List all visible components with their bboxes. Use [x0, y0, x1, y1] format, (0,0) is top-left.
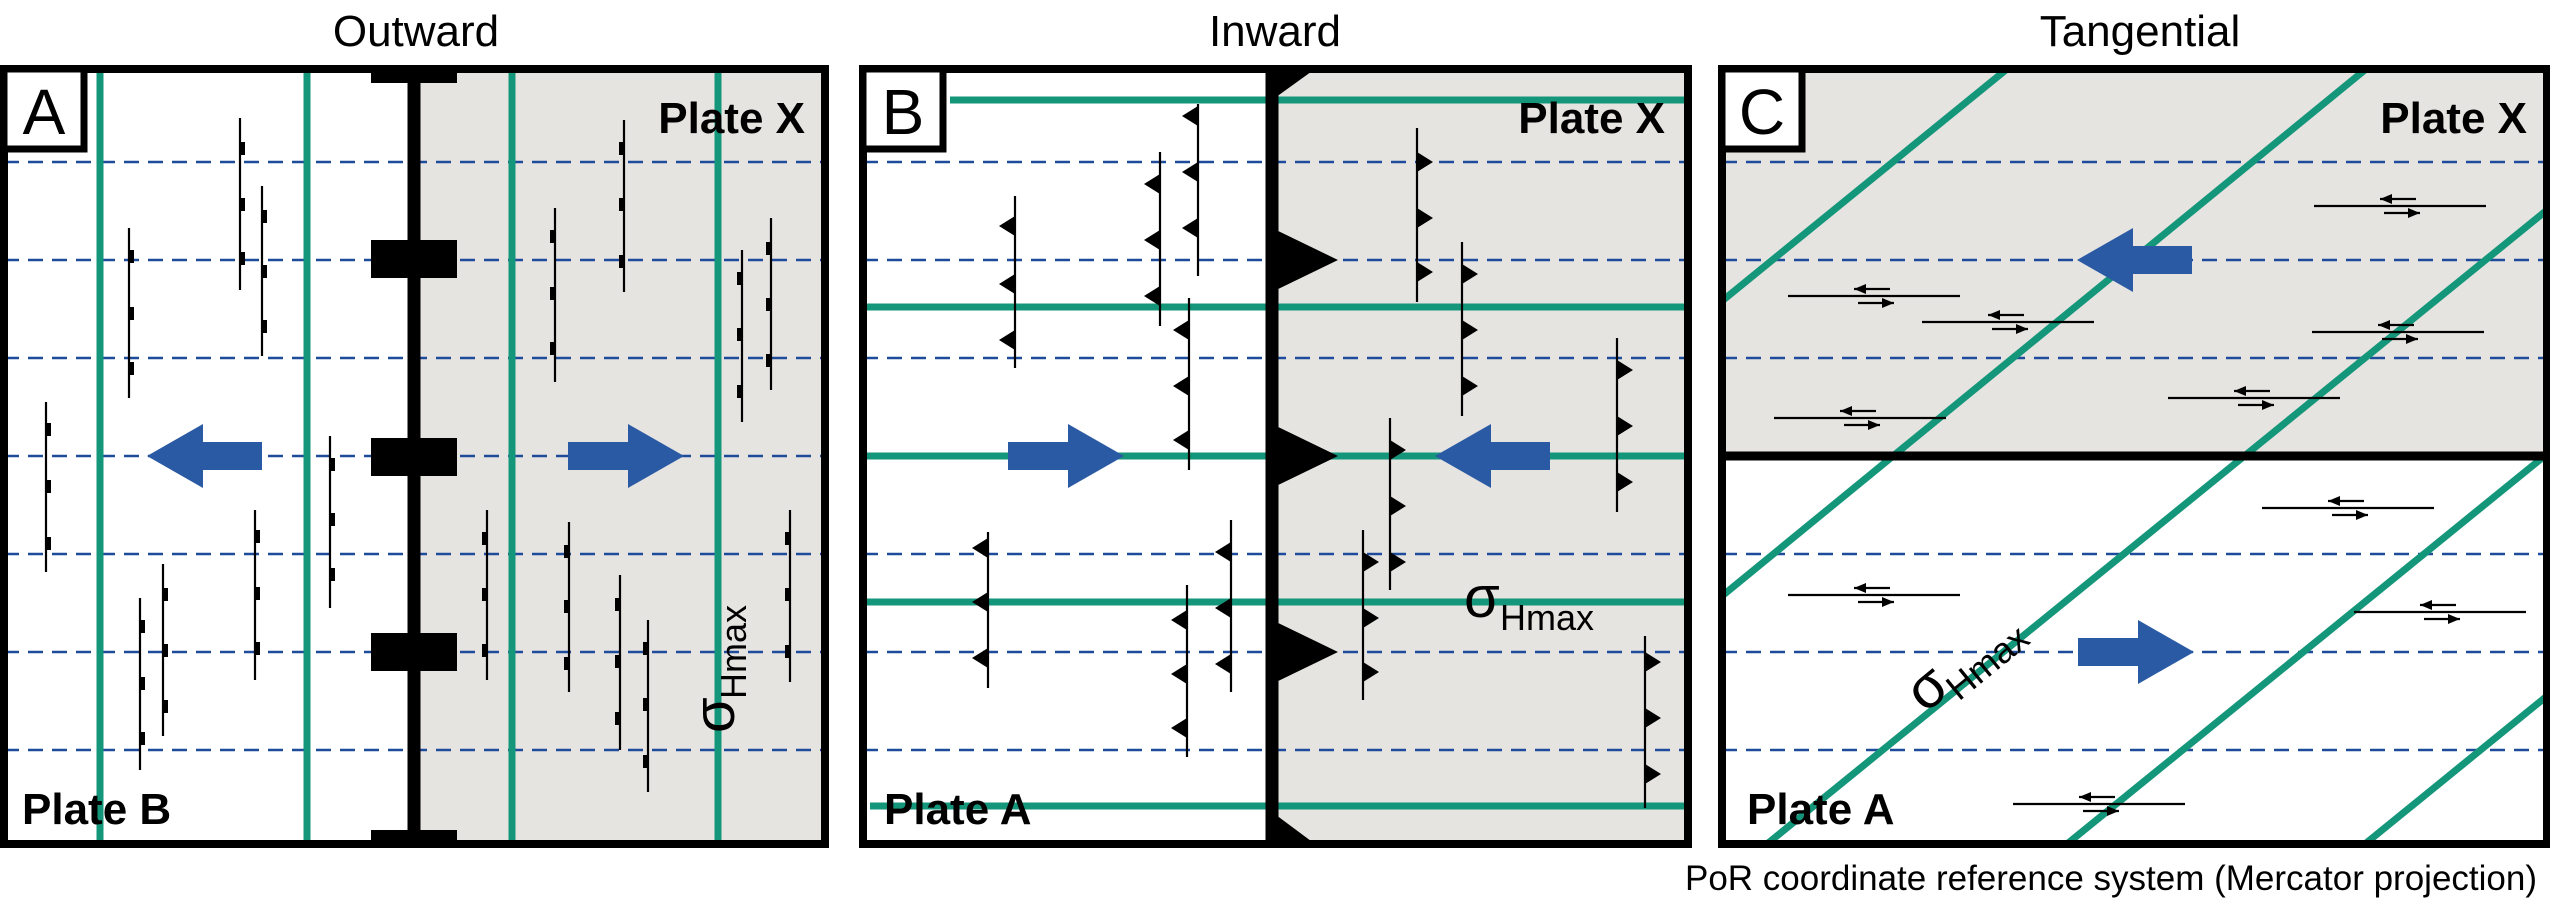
svg-text:Hmax: Hmax	[713, 605, 754, 699]
panel-b-letter: B	[882, 76, 925, 148]
panel-c-motion-arrow-right	[2078, 620, 2194, 684]
panel-a-normal-faults	[44, 118, 792, 792]
panel-b-motion-arrow-right	[1008, 424, 1124, 488]
panel-c-letter-box: C	[1718, 65, 1806, 153]
panel-c-plate-a-label: Plate A	[1747, 785, 1895, 834]
panel-a-stress-trajectories	[96, 69, 722, 844]
title-inward: Inward	[1209, 7, 1341, 56]
panel-a-motion-arrow-right	[568, 424, 684, 488]
panel-c-plate-x-label: Plate X	[2380, 94, 2527, 143]
panel-b-letter-box: B	[859, 65, 947, 153]
panel-c-frame	[1718, 65, 2550, 848]
panel-b-thrust-faults	[972, 104, 1661, 808]
svg-text:Hmax: Hmax	[1500, 597, 1594, 638]
panel-a: σ Hmax A Plate X Plate B	[0, 65, 829, 848]
svg-text:σ: σ	[682, 697, 747, 733]
panel-c-strike-slip-faults	[1774, 194, 2526, 816]
panel-c-letter: C	[1739, 76, 1785, 148]
panel-a-letter: A	[23, 76, 66, 148]
title-outward: Outward	[333, 7, 499, 56]
panel-b-plate-x-label: Plate X	[1518, 94, 1665, 143]
panel-c: σ Hmax C Plate X Plate A	[1718, 65, 2550, 848]
panel-c-stress-trajectories	[1722, 69, 2547, 844]
panel-a-shmax-label: σ Hmax	[682, 605, 754, 733]
panel-a-frame	[0, 65, 829, 848]
panel-c-motion-arrow-left	[2077, 228, 2192, 292]
panel-a-plate-x-label: Plate X	[658, 94, 805, 143]
panel-a-plate-b-label: Plate B	[22, 785, 171, 834]
title-tangential: Tangential	[2040, 7, 2241, 56]
panel-a-motion-arrow-left	[147, 424, 262, 488]
svg-text:σ: σ	[1464, 565, 1500, 630]
panel-b-shmax-label: σ Hmax	[1464, 565, 1594, 638]
panel-b-frame	[859, 65, 1692, 848]
panel-b-subduction-zone	[1265, 69, 1338, 844]
panel-b-motion-arrow-left	[1435, 424, 1550, 488]
panel-a-letter-box: A	[0, 65, 88, 153]
panel-b-plate-a-label: Plate A	[884, 785, 1032, 834]
caption: PoR coordinate reference system (Mercato…	[1685, 859, 2537, 898]
panel-b: σ Hmax B Plate X Plate A	[859, 65, 1692, 848]
